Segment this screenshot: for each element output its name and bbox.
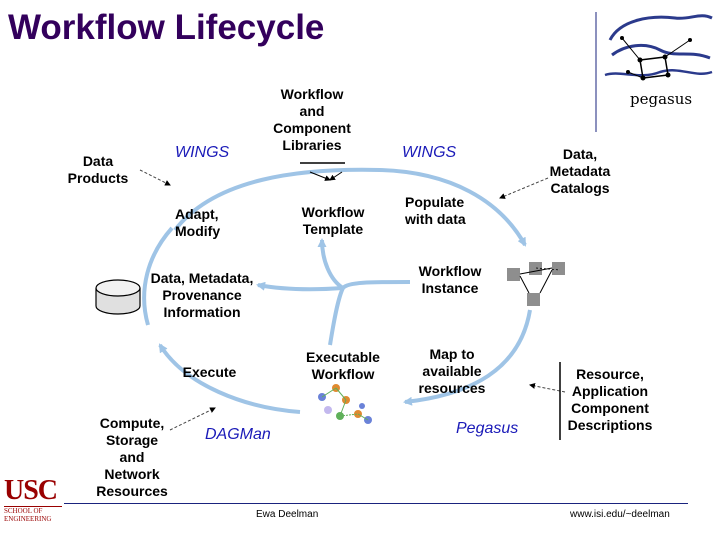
tool-label-dagman: DAGMan bbox=[205, 426, 271, 443]
tool-label-wings-left: WINGS bbox=[175, 144, 230, 161]
node-data-catalogs: Data, Metadata Catalogs bbox=[549, 146, 611, 196]
footer-url: www.isi.edu/~deelman bbox=[570, 509, 670, 520]
pegasus-logo-text: pegasus bbox=[630, 90, 692, 108]
node-data-products: Data Products bbox=[67, 153, 129, 186]
usc-logo-text: USC bbox=[4, 475, 58, 506]
node-workflow-instance: Workflow Instance bbox=[418, 263, 482, 296]
inner-arrow-from-instance bbox=[341, 280, 411, 290]
page-title: Workflow Lifecycle bbox=[8, 8, 325, 47]
cycle-arrow-top bbox=[173, 167, 527, 247]
pegasus-logo: pegasus bbox=[604, 14, 713, 108]
tool-label-wings-right: WINGS bbox=[402, 144, 457, 161]
node-map-to-resources: Map to available resources bbox=[418, 346, 486, 396]
node-workflow-libraries: Workflow and Component Libraries bbox=[273, 86, 351, 153]
usc-logo-subtext: SCHOOL OF ENGINEERING bbox=[4, 506, 62, 523]
node-adapt-modify: Adapt, Modify bbox=[175, 206, 221, 239]
database-icon bbox=[95, 279, 141, 315]
cycle-arrow-left bbox=[142, 226, 174, 326]
usc-logo: USC SCHOOL OF ENGINEERING bbox=[4, 476, 62, 532]
dag-glyph bbox=[318, 384, 372, 424]
template-glyph bbox=[300, 162, 345, 181]
leader-compute bbox=[169, 407, 216, 431]
node-provenance-info: Data, Metadata, Provenance Information bbox=[150, 270, 254, 320]
instance-glyph bbox=[507, 262, 565, 306]
node-workflow-template: Workflow Template bbox=[301, 204, 365, 237]
cycle-arrow-right bbox=[403, 309, 532, 406]
node-executable-workflow: Executable Workflow bbox=[306, 349, 380, 382]
node-populate-with-data: Populate with data bbox=[405, 194, 466, 227]
footer-author: Ewa Deelman bbox=[256, 509, 319, 520]
tool-label-pegasus: Pegasus bbox=[456, 420, 519, 437]
node-compute-resources: Compute, Storage and Network Resources bbox=[96, 415, 168, 499]
leader-resources bbox=[529, 383, 566, 393]
leader-data-products bbox=[139, 169, 171, 186]
inner-arrow-from-executable bbox=[328, 287, 345, 346]
leader-catalogs bbox=[499, 177, 549, 199]
footer-rule bbox=[64, 503, 688, 504]
node-execute: Execute bbox=[182, 364, 237, 380]
inner-arrow-to-template bbox=[317, 238, 345, 290]
cycle-arrow-bottom bbox=[158, 343, 301, 414]
inner-arrow-to-provenance bbox=[256, 281, 344, 292]
node-resource-descriptions: Resource, Application Component Descript… bbox=[567, 366, 653, 433]
